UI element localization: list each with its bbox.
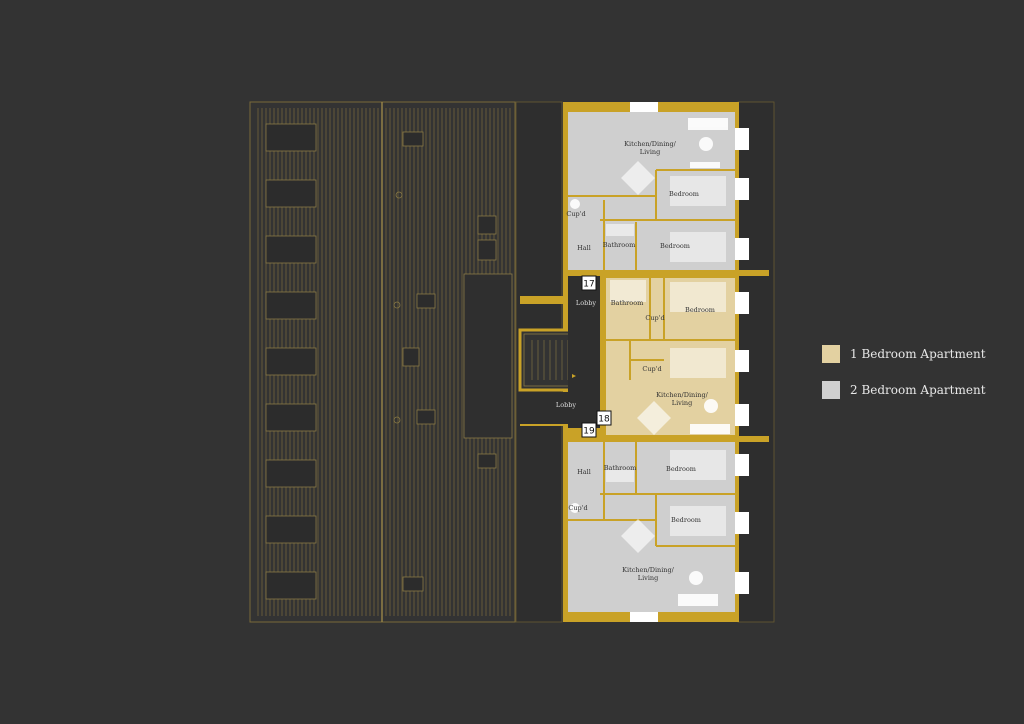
room-label: Kitchen/Dining/	[624, 140, 676, 148]
room-label: Bedroom	[671, 516, 701, 524]
legend-swatch-two-bedroom	[822, 381, 840, 399]
legend-swatch-one-bedroom	[822, 345, 840, 363]
room-label: Cup'd	[566, 210, 585, 218]
apartment-two-bedroom-bottom[interactable]	[568, 442, 735, 612]
room-label: Cup'd	[645, 314, 664, 322]
room-label: Hall	[577, 468, 591, 476]
room-label: Bedroom	[685, 306, 715, 314]
unit-19[interactable]: 19	[581, 422, 597, 438]
room-label: Bathroom	[603, 241, 636, 249]
room-label: Hall	[577, 244, 591, 252]
roof-area	[249, 101, 563, 623]
unit-18[interactable]: 18	[596, 410, 612, 426]
room-label: Lobby	[556, 401, 577, 409]
room-label: Cup'd	[642, 365, 661, 373]
furniture	[570, 118, 730, 606]
legend-label: 1 Bedroom Apartment	[850, 347, 986, 361]
room-label: Living	[672, 399, 693, 407]
room-label: Bedroom	[660, 242, 690, 250]
room-label: Kitchen/Dining/	[622, 566, 674, 574]
room-label: Living	[638, 574, 659, 582]
division-walls	[563, 270, 769, 442]
room-label: Bedroom	[666, 465, 696, 473]
unit-17[interactable]: 17	[581, 275, 597, 291]
room-label: Kitchen/Dining/	[656, 391, 708, 399]
unit-17-number: 17	[583, 280, 594, 290]
room-label: Bathroom	[611, 299, 644, 307]
legend-item-two-bedroom: 2 Bedroom Apartment	[822, 380, 986, 400]
room-label: Lobby	[576, 299, 597, 307]
legend: 1 Bedroom Apartment 2 Bedroom Apartment	[822, 344, 986, 416]
windows	[630, 102, 749, 622]
legend-item-one-bedroom: 1 Bedroom Apartment	[822, 344, 986, 364]
legend-label: 2 Bedroom Apartment	[850, 383, 986, 397]
room-labels: Kitchen/Dining/ Living Bedroom Cup'd Hal…	[556, 140, 715, 582]
unit-19-number: 19	[583, 427, 595, 437]
partitions	[568, 169, 735, 547]
room-label: Living	[640, 148, 661, 156]
unit-18-number: 18	[598, 415, 610, 425]
room-label: Bathroom	[604, 464, 637, 472]
room-label: Bedroom	[669, 190, 699, 198]
room-label: Cup'd	[568, 504, 587, 512]
